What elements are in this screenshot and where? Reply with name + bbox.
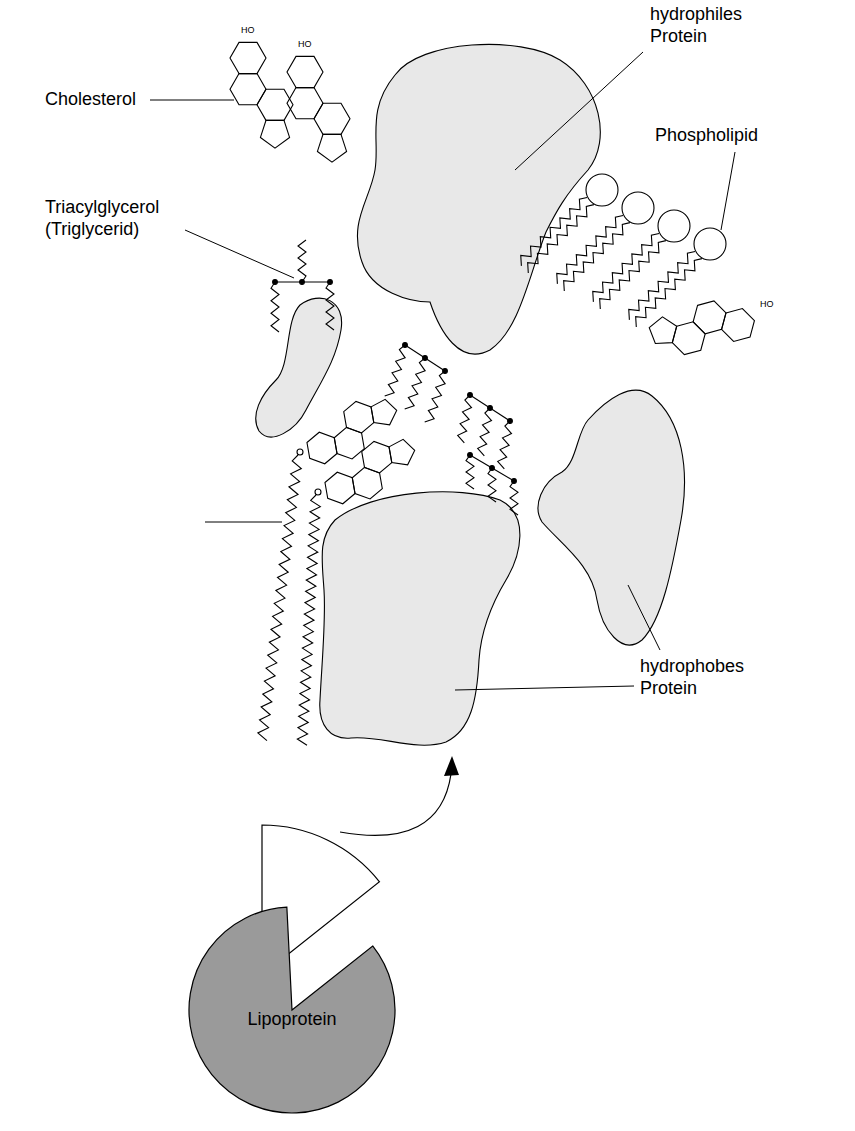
steroid-ring [389,439,415,465]
steroid-ring [260,120,289,148]
steroid-ring [693,301,726,334]
molecules [230,42,754,745]
hydrophobic-protein-large [320,492,520,745]
chemical-group-label: HO [241,26,255,36]
fatty-acid-chain [510,481,518,515]
steroid-ring [672,322,705,355]
part-label: hydrophiles Protein [650,4,762,47]
chemical-group-label: HO [760,300,774,310]
fatty-acid-chain [458,395,472,443]
fatty-acid-chain [326,282,334,330]
steroid-ring [722,309,755,342]
steroid-ring [314,103,350,134]
part-label: Triacylglycerol (Triglycerid) [45,197,195,240]
steroid-ring [230,74,266,105]
phospholipid-tail [521,197,587,265]
part-label: Cholesterol [45,89,136,111]
phospholipid-tail [629,251,695,319]
fatty-acid-chain [405,358,425,409]
phospholipid-tail [564,223,630,291]
phospholipid-head [586,174,618,206]
zoom-arrow [340,774,451,835]
steroid-ring [649,317,676,344]
fatty-acid-chain [466,455,474,489]
phospholipid-head [622,192,654,224]
phospholipid-tail [557,215,623,283]
phospholipid-tail [593,233,659,301]
ester-oxygen [315,489,321,495]
fatty-acid-chain [498,421,512,469]
steroid-ring [307,432,337,464]
fatty-acid-chain [298,240,306,282]
steroid-ring [317,134,346,162]
phospholipid-tail [600,241,666,309]
zoom-arrowhead [444,756,459,776]
part-label: hydrophobes Protein [640,656,765,699]
phospholipid-tail [528,205,594,273]
ester-oxygen [297,449,303,455]
node-title: Lipoprotein [187,1009,397,1031]
phospholipid-head [694,228,726,260]
steroid-ring [325,472,355,504]
chemical-group-label: HO [298,40,312,50]
hydrophobic-protein-right [538,390,684,645]
part-label: Phospholipid [655,125,758,147]
steroid-ring [362,441,392,473]
fatty-acid-chain [271,282,279,332]
hydrophilic-protein [357,44,600,354]
fatty-acid-chain [385,345,405,396]
lipoprotein-circle: Lipoprotein [187,905,397,1115]
steroid-ring [287,88,323,119]
fatty-acid-chain [425,371,445,422]
hydrophobic-protein-small [256,298,342,437]
fatty-acid-chain [488,468,496,502]
steroid-ring [287,56,323,87]
ester-chain [258,455,301,741]
fatty-acid-chain [478,408,492,456]
steroid-ring [371,399,397,425]
steroid-ring [230,42,266,73]
phospholipid-tail [636,259,702,327]
phospholipid-head [658,210,690,242]
ester-chain [297,495,320,745]
leader-lines [150,52,735,690]
steroid-ring [344,401,374,433]
